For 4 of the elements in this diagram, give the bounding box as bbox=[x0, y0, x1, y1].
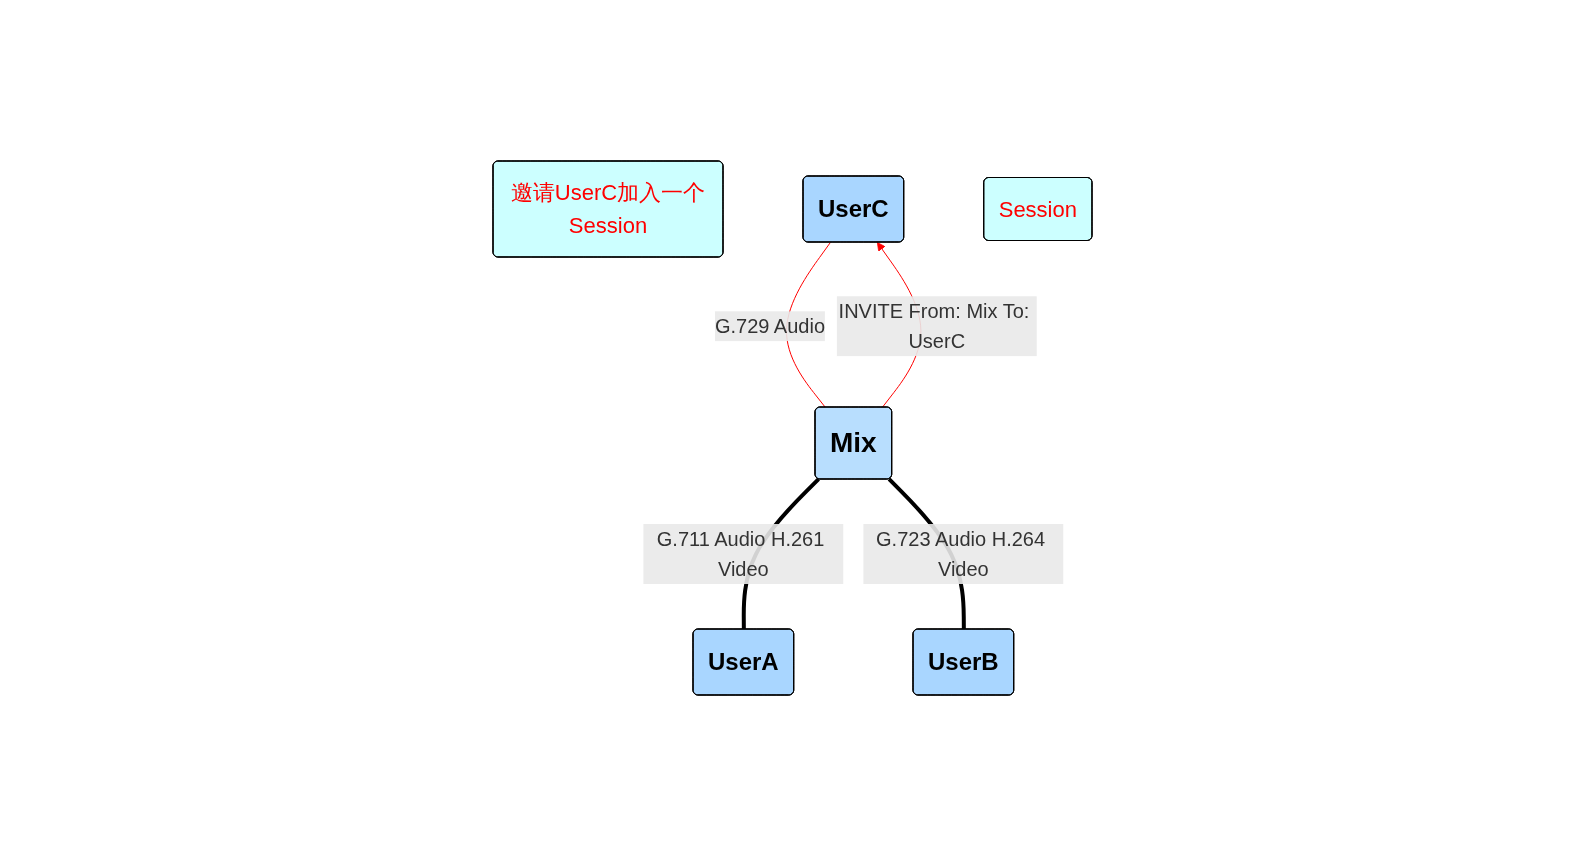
edge-label: G.711 Audio H.261 Video bbox=[656, 528, 824, 580]
edge-label: G.723 Audio H.264 Video bbox=[875, 528, 1045, 580]
edge-label: G.729 Audio bbox=[714, 315, 825, 338]
edge-label: INVITE From: Mix To: UserC bbox=[838, 300, 1029, 353]
